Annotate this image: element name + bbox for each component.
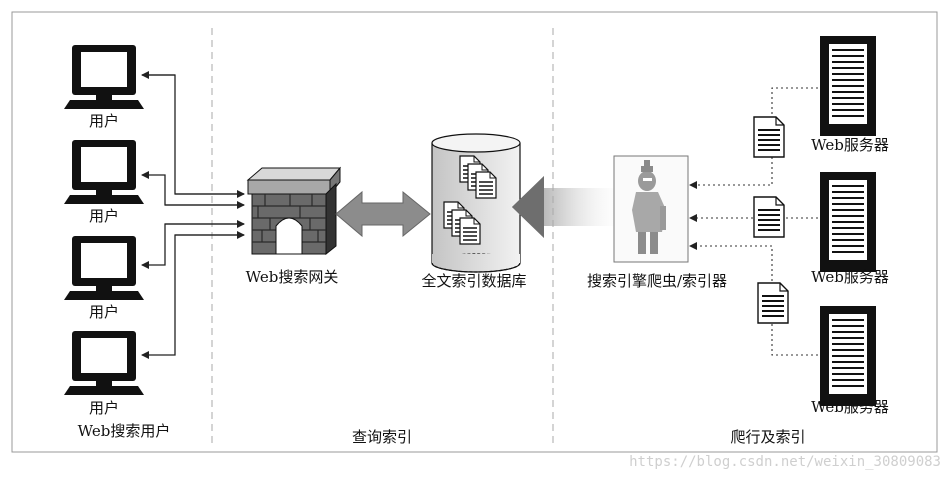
- document-icon: [459, 217, 481, 245]
- user-label: 用户: [88, 399, 120, 417]
- server-label: Web服务器: [811, 136, 889, 154]
- server-tower-icon: [819, 35, 877, 137]
- user-label: 用户: [88, 112, 120, 130]
- document-icon: [475, 171, 497, 199]
- robot-crawler-icon: [613, 155, 689, 263]
- crawler-label: 搜索引擎爬虫/索引器: [586, 272, 728, 290]
- server-tower-icon: [819, 171, 877, 273]
- document-icon: [757, 282, 789, 324]
- gateway-wall-icon: [246, 166, 342, 256]
- watermark: https://blog.csdn.net/weixin_30809083: [629, 454, 941, 470]
- server-tower-icon: [819, 305, 877, 407]
- query-double-arrow: [335, 190, 431, 238]
- web-search-users-label: Web搜索用户: [77, 422, 171, 440]
- user-label: 用户: [88, 207, 120, 225]
- user-label: 用户: [88, 303, 120, 321]
- server-label: Web服务器: [811, 398, 889, 416]
- computer-monitor-icon: [64, 331, 144, 395]
- database-label: 全文索引数据库: [421, 272, 527, 290]
- user-gateway-connectors: [141, 71, 245, 359]
- gateway-label: Web搜索网关: [245, 268, 339, 286]
- server-label: Web服务器: [811, 268, 889, 286]
- computer-monitor-icon: [64, 236, 144, 300]
- crawler-index-arrow: [512, 176, 628, 238]
- diagram-border: [11, 11, 938, 453]
- computer-monitor-icon: [64, 140, 144, 204]
- database-cylinder-icon: [431, 133, 521, 273]
- document-icon: [753, 116, 785, 158]
- section-query-label: 查询索引: [351, 428, 413, 446]
- section-crawl-label: 爬行及索引: [730, 428, 806, 446]
- computer-monitor-icon: [64, 45, 144, 109]
- document-icon: [753, 196, 785, 238]
